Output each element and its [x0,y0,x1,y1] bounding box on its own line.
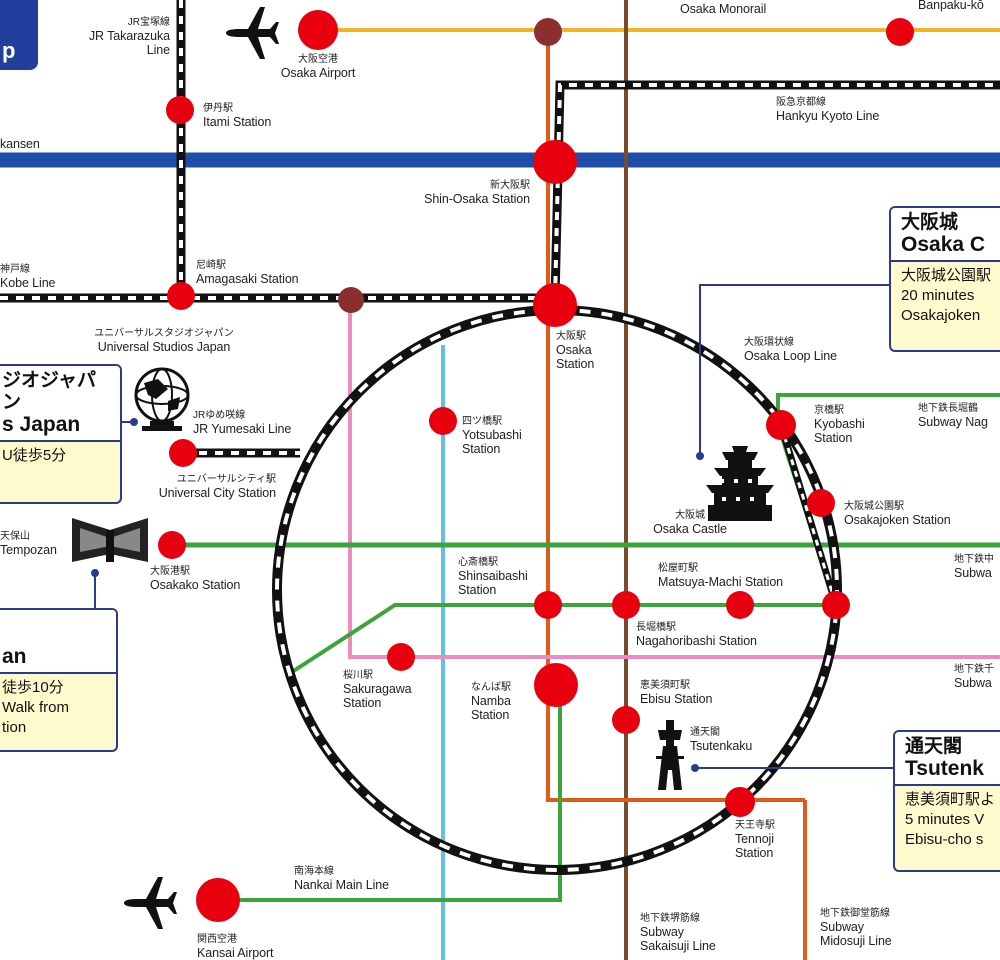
station-shinsaibashi[interactable] [534,591,562,619]
station-universal-city[interactable] [169,439,197,467]
station-sakuragawa[interactable] [387,643,415,671]
label-matsuya-machi: 松屋町駅 Matsuya-Machi Station [658,563,784,589]
header-tab[interactable]: p [0,0,38,70]
station-kitashinchi[interactable] [338,287,364,313]
label-subway-right-2: 地下鉄中 Subwa [954,554,994,580]
info-box-body: 徒歩10分 Walk from tion [2,679,69,736]
station-osaka[interactable] [533,283,577,327]
nagahori-line [290,603,836,674]
label-ebisu: 恵美須町駅 Ebisu Station [640,680,713,706]
label-nagahoribashi: 長堀橋駅 Nagahoribashi Station [636,622,757,648]
label-osaka-castle: 大阪城 Osaka Castle [653,510,727,536]
label-subway-sakaisuji: 地下鉄堺筋線 Subway Sakaisuji Line [640,913,716,953]
label-sakuragawa: 桜川駅 Sakuragawa Station [343,670,412,710]
label-kansai-airport: 関西空港 Kansai Airport [197,934,274,960]
label-hankyu-kyoto: 阪急京都線 Hankyu Kyoto Line [776,97,880,123]
info-box-header: 大阪城 Osaka C [891,208,1000,262]
info-box-body: 大阪城公園駅 20 minutes Osakajoken [901,267,992,324]
label-osaka-loop: 大阪環状線 Osaka Loop Line [744,337,838,363]
label-osakako: 大阪港駅 Osakako Station [150,566,241,592]
station-yotsubashi[interactable] [429,407,457,435]
castle-connector [699,284,890,455]
info-box-body: U徒歩5分 [2,447,67,464]
station-shin-osaka[interactable] [533,140,577,184]
label-subway-right-1: 地下鉄長堀鶴 Subway Nag [918,403,988,429]
info-box-osaka-castle[interactable]: 大阪城 Osaka C 大阪城公園駅 20 minutes Osakajoken [889,206,1000,352]
label-jr-takarazuka: JR宝塚線 JR Takarazuka Line [88,17,170,57]
info-box-header: an [0,610,116,674]
info-box-tsutenkaku[interactable]: 通天閣 Tsutenk 恵美須町駅よ 5 minutes V Ebisu-cho… [893,730,1000,872]
station-amagasaki[interactable] [167,282,195,310]
label-shinsaibashi: 心斎橋駅 Shinsaibashi Station [458,557,528,597]
station-morinomiya[interactable] [822,591,850,619]
label-shin-osaka: 新大阪駅 Shin-Osaka Station [424,180,530,206]
sennichimae-line [348,300,1000,659]
label-amagasaki: 尼崎駅 Amagasaki Station [196,260,299,286]
station-matsuya-machi[interactable] [726,591,754,619]
airplane-icon [124,877,177,929]
airplane-icon [226,7,279,59]
jr-railways [0,0,1000,875]
station-kansai-airport[interactable] [196,878,240,922]
station-osakajokoen[interactable] [807,489,835,517]
label-universal-city: ユニバーサルシティ駅 Universal City Station [158,474,276,500]
label-nankai-main: 南海本線 Nankai Main Line [294,866,389,892]
label-subway-right-3: 地下鉄千 Subwa [954,664,994,690]
label-kyobashi: 京橋駅 Kyobashi Station [814,405,865,445]
label-osaka-monorail: Osaka Monorail [680,2,767,16]
label-subway-midosuji: 地下鉄御堂筋線 Subway Midosuji Line [820,908,892,948]
label-osaka-airport: 大阪空港 Osaka Airport [280,54,356,80]
label-kobe: 神戸線 Kobe Line [0,264,56,290]
nankai-line [218,686,562,902]
station-ebisu[interactable] [612,706,640,734]
tempozan-building-icon [72,518,148,562]
station-osaka-airport[interactable] [298,10,338,50]
label-usj: ユニバーサルスタジオジャパン Universal Studios Japan [94,328,234,354]
info-box-usj[interactable]: ジオジャパン s Japan U徒歩5分 [0,364,122,504]
station-kyobashi[interactable] [766,410,796,440]
label-osaka: 大阪駅 Osaka Station [556,331,595,371]
label-banpaku: Banpaku-kō [918,0,984,12]
station-banpaku[interactable] [886,18,914,46]
tempozan-connector-dot [91,569,99,577]
label-shinkansen: kansen [0,137,40,151]
label-tempozan: 天保山 Tempozan [0,531,57,557]
tsutenkaku-connector-dot [691,764,699,772]
castle-connector-dot [696,452,704,460]
label-jr-yumesaki: JRゆめ咲線 JR Yumesaki Line [193,410,292,436]
label-yotsubashi: 四ツ橋駅 Yotsubashi Station [462,416,522,456]
globe-landmark-icon [134,367,190,431]
info-box-tempozan[interactable]: an 徒歩10分 Walk from tion [0,608,118,752]
stations [158,10,914,922]
label-namba: なんば駅 Namba Station [471,682,511,722]
station-monorail-transfer[interactable] [534,18,562,46]
label-tsutenkaku: 通天閣 Tsutenkaku [690,727,753,753]
header-tab-text: p [2,38,16,63]
station-tennoji[interactable] [725,787,755,817]
info-box-body: 恵美須町駅よ 5 minutes V Ebisu-cho s [905,791,996,848]
label-tennoji: 天王寺駅 Tennoji Station [735,820,775,860]
station-namba[interactable] [534,663,578,707]
station-nagahoribashi[interactable] [612,591,640,619]
label-itami: 伊丹駅 Itami Station [203,103,272,129]
tsutenkaku-tower-icon [656,720,684,790]
info-box-header: ジオジャパン s Japan [0,366,120,442]
label-osakajokoen: 大阪城公園駅 Osakajoken Station [844,501,951,527]
usj-connector-dot [130,418,138,426]
station-osakako[interactable] [158,531,186,559]
osaka-castle-icon [706,446,774,521]
station-itami[interactable] [166,96,194,124]
info-box-header: 通天閣 Tsutenk [895,732,1000,786]
